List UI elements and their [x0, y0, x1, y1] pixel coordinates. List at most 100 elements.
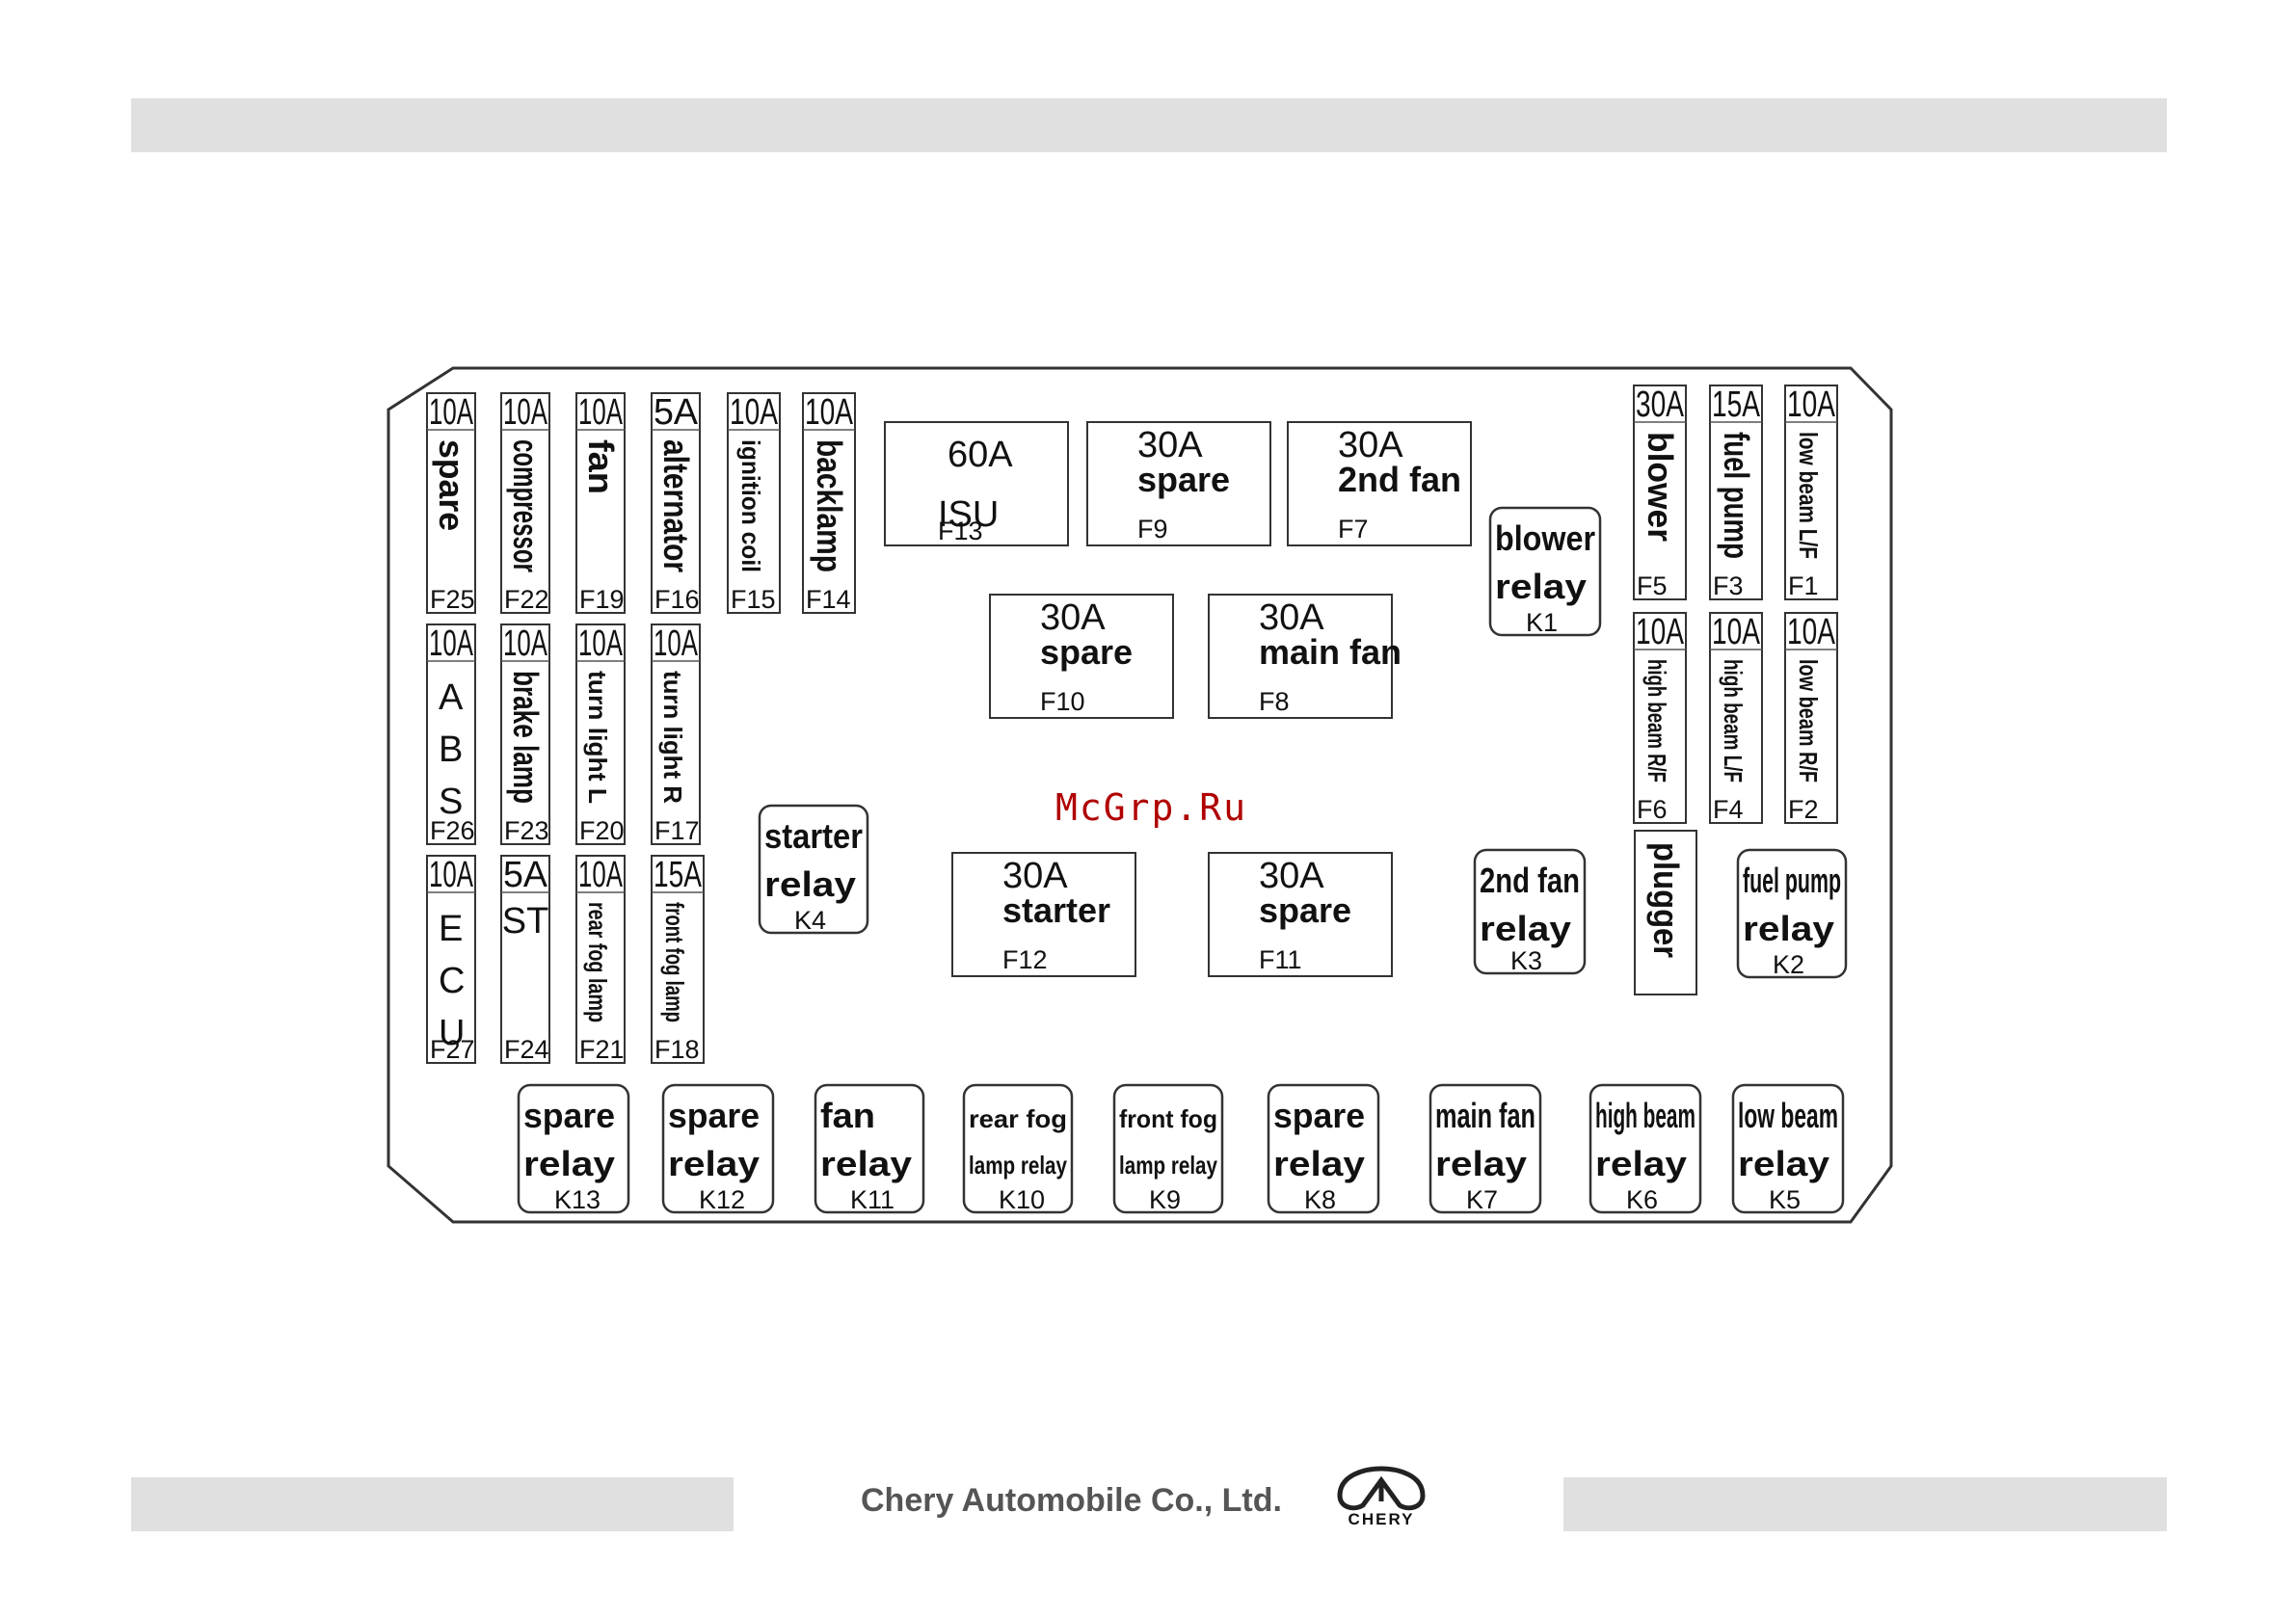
fuse-label: ST	[502, 901, 549, 942]
fuse-label: turn light L	[583, 671, 612, 804]
fuse-amperage: 5A	[503, 855, 548, 895]
fuse-code: F2	[1788, 795, 1819, 824]
relay-label-line1: front fog	[1119, 1104, 1217, 1133]
relay-label-line1: blower	[1495, 518, 1595, 558]
fuse-amperage: 30A	[1002, 856, 1068, 896]
fuse-code: F20	[579, 816, 625, 845]
fuse-label: turn light R	[658, 671, 687, 804]
fuse-label: rear fog lamp	[583, 902, 612, 1022]
fuse-amperage: 60A	[948, 435, 1013, 475]
fuse-amperage: 10A	[503, 623, 547, 664]
fuse-label: high beam R/F	[1642, 659, 1671, 782]
fuse-amperage: 10A	[429, 855, 473, 895]
relay-label-line1: spare	[1273, 1096, 1365, 1135]
fuse-label: low beam L/F	[1794, 432, 1823, 559]
fuse-code: F13	[938, 517, 983, 545]
relay-label-line2: relay	[668, 1144, 760, 1183]
fuse-label: alternator	[656, 439, 696, 572]
fuse-label: brake lamp	[506, 671, 546, 804]
fuse-amperage: 15A	[1712, 385, 1760, 425]
fuse-code: F12	[1002, 945, 1048, 974]
fuse-code: F11	[1259, 945, 1302, 974]
fuse-code: F6	[1637, 795, 1668, 824]
fuse-code: F1	[1788, 571, 1819, 600]
relay-code: K9	[1149, 1185, 1181, 1214]
fuse-code: F25	[430, 585, 475, 614]
fuse-amperage: 10A	[429, 623, 473, 664]
fuse-amperage: 10A	[1712, 612, 1760, 652]
fuse-amperage: 30A	[1259, 597, 1324, 638]
fuse-amperage: 30A	[1040, 597, 1106, 638]
fuse-amperage: 10A	[654, 623, 698, 664]
watermark: McGrp.Ru	[1055, 786, 1248, 829]
fuse-amperage: 10A	[578, 623, 623, 664]
relay-label-line1: spare	[668, 1096, 760, 1135]
relay-label-line2: relay	[1435, 1144, 1527, 1183]
fuse-box-outline	[387, 366, 1893, 1224]
relay-label-line2: lamp relay	[1119, 1151, 1217, 1180]
relay-label-line2: relay	[1743, 909, 1834, 948]
relay-label-line1: low beam	[1738, 1096, 1838, 1135]
plugger-label: plugger	[1646, 842, 1686, 958]
relay-label-line2: relay	[1273, 1144, 1365, 1183]
fuse-code: F19	[579, 585, 625, 614]
fuse-amperage: 15A	[654, 855, 702, 895]
fuse-label: spare	[1040, 632, 1133, 672]
relay-label-line2: relay	[1480, 909, 1571, 948]
relay-code: K6	[1626, 1185, 1658, 1214]
fuse-amperage: 10A	[429, 392, 473, 433]
fuse-code: F3	[1713, 571, 1744, 600]
fuse-amperage: 30A	[1338, 425, 1403, 465]
fuse-code: F24	[504, 1035, 549, 1064]
fuse-code: F8	[1259, 687, 1290, 716]
relay-code: K11	[850, 1185, 894, 1214]
relay-label-line1: starter	[764, 816, 863, 856]
relay-label-line1: 2nd fan	[1480, 861, 1580, 900]
fuse-code: F4	[1713, 795, 1744, 824]
relay-label-line1: high beam	[1595, 1096, 1695, 1135]
relay-code: K7	[1466, 1185, 1498, 1214]
relay-label-line1: fuel pump	[1743, 861, 1841, 900]
fuse-code: F15	[731, 585, 776, 614]
plugger-slot: plugger	[1634, 830, 1697, 995]
fuse-label: fan	[581, 439, 621, 494]
relay-label-line2: relay	[764, 864, 856, 904]
fuse-amperage: 10A	[503, 392, 547, 433]
fuse-f24: 5A F24 ST	[500, 855, 550, 1064]
fuse-amperage: 30A	[1259, 856, 1324, 896]
relay-code: K5	[1769, 1185, 1801, 1214]
chery-logo: CHERY	[1337, 1466, 1426, 1528]
fuse-code: F23	[504, 816, 549, 845]
logo-text: CHERY	[1348, 1510, 1415, 1528]
company-name: Chery Automobile Co., Ltd.	[861, 1482, 1282, 1519]
header-bar	[131, 98, 2167, 152]
fuse-label: front fog lamp	[660, 902, 689, 1022]
fuse-amperage: 10A	[578, 855, 623, 895]
fuse-amperage: 10A	[1787, 385, 1835, 425]
